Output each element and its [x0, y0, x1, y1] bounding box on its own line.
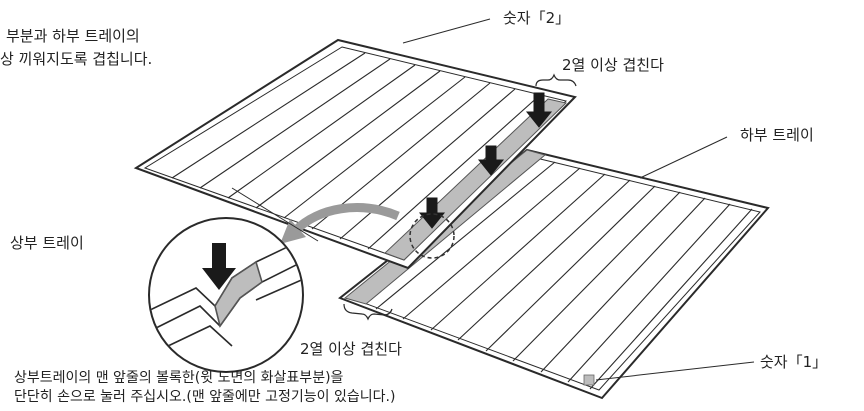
overlap-bottom-label: 2열 이상 겹친다	[300, 340, 402, 358]
dashed-circle-icon	[409, 213, 455, 259]
bottom-note-line-1: 상부트레이의 맨 앞줄의 볼록한(윗 도면의 화살표부분)을	[14, 370, 344, 386]
bottom-note-line-2: 단단히 손으로 눌러 주십시오.(맨 앞줄에만 고정기능이 있습니다.)	[14, 389, 396, 405]
down-arrow-icon	[202, 243, 236, 290]
down-arrow-icon	[525, 92, 553, 128]
overlap-top-label: 2열 이상 겹친다	[562, 56, 664, 74]
instruction-line-2: 상 끼워지도록 겹칩니다.	[0, 50, 153, 68]
press-arrows	[418, 92, 553, 229]
curved-arrow-icon	[292, 203, 400, 234]
magnifier-circle-icon	[148, 217, 304, 373]
brace-icon	[343, 73, 577, 321]
upper-tray-label: 상부 트레이	[10, 234, 84, 252]
instruction-line-1: 부분과 하부 트레이의	[6, 27, 140, 45]
number-2-label: 숫자「2」	[503, 9, 571, 27]
down-arrow-icon	[418, 197, 446, 229]
lower-tray-label: 하부 트레이	[740, 126, 814, 144]
down-arrow-icon	[477, 145, 505, 176]
number-1-label: 숫자「1」	[760, 353, 828, 371]
leader-lines	[231, 18, 755, 381]
